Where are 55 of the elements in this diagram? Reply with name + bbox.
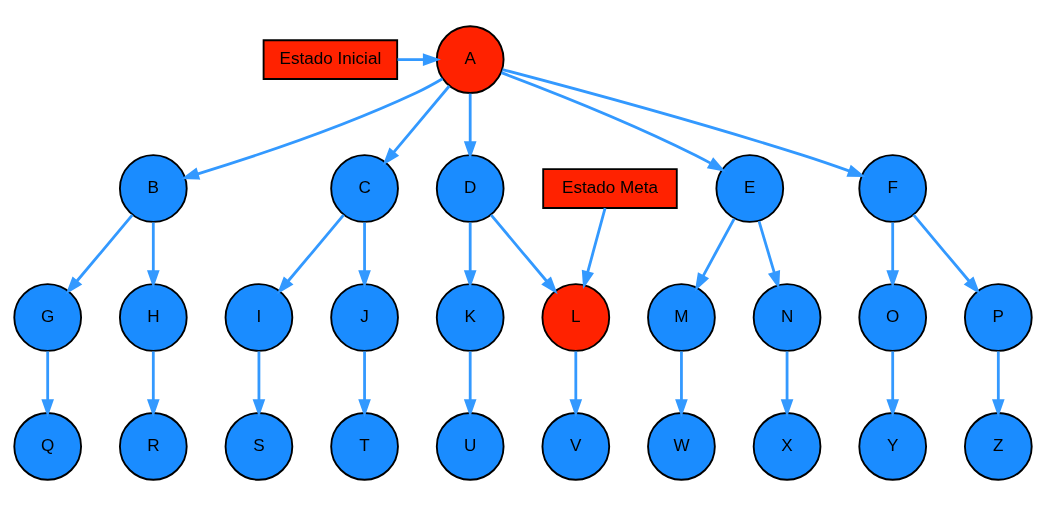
node-circle: G <box>13 282 82 352</box>
arrow <box>41 350 54 417</box>
node-circle: X <box>752 411 822 481</box>
node-circle: W <box>647 411 716 481</box>
arrow <box>500 70 726 172</box>
node-circle: U <box>435 411 505 481</box>
node-circle: D <box>435 153 505 223</box>
node-box: Estado Inicial <box>262 38 399 80</box>
node-circle: O <box>858 282 927 352</box>
node-circle: F <box>858 153 927 223</box>
arrow <box>886 222 899 288</box>
arrow <box>569 350 583 417</box>
node-circle: T <box>330 411 399 481</box>
node-circle: J <box>330 282 399 352</box>
node-circle: I <box>224 282 294 352</box>
arrow <box>489 213 558 294</box>
arrow <box>382 84 451 165</box>
node-circle: M <box>647 282 716 352</box>
arrow <box>463 350 477 417</box>
arrow <box>502 67 866 177</box>
arrow <box>757 220 781 289</box>
arrow <box>992 350 1005 417</box>
node-circle: Y <box>858 411 927 481</box>
arrow <box>277 213 345 294</box>
arrow <box>181 77 444 180</box>
node-circle: N <box>752 282 822 352</box>
arrow <box>252 350 266 417</box>
arrow <box>463 93 477 159</box>
node-circle: E <box>715 153 785 223</box>
node-circle: Q <box>13 411 82 481</box>
node-circle: V <box>541 411 611 481</box>
node-circle: A <box>435 24 505 94</box>
node-circle: P <box>964 282 1033 352</box>
node-circle: S <box>224 411 294 481</box>
arrow <box>675 350 688 417</box>
arrow <box>358 350 371 417</box>
node-circle: B <box>118 153 188 223</box>
arrow <box>358 222 371 288</box>
arrow <box>65 213 134 294</box>
arrow <box>397 52 441 66</box>
arrow <box>780 350 794 417</box>
node-circle: K <box>435 282 505 352</box>
arrow <box>463 222 477 288</box>
node-circle: L <box>541 282 611 352</box>
arrow <box>912 213 981 294</box>
node-circle: Z <box>964 411 1033 481</box>
arrow <box>694 217 736 291</box>
node-circle: C <box>330 153 399 223</box>
node-circle: R <box>118 411 188 481</box>
node-circle: H <box>118 282 188 352</box>
arrow <box>886 350 899 417</box>
node-box: Estado Meta <box>542 167 678 209</box>
arrow <box>581 207 607 289</box>
arrow <box>147 222 160 288</box>
arrow <box>147 350 160 417</box>
